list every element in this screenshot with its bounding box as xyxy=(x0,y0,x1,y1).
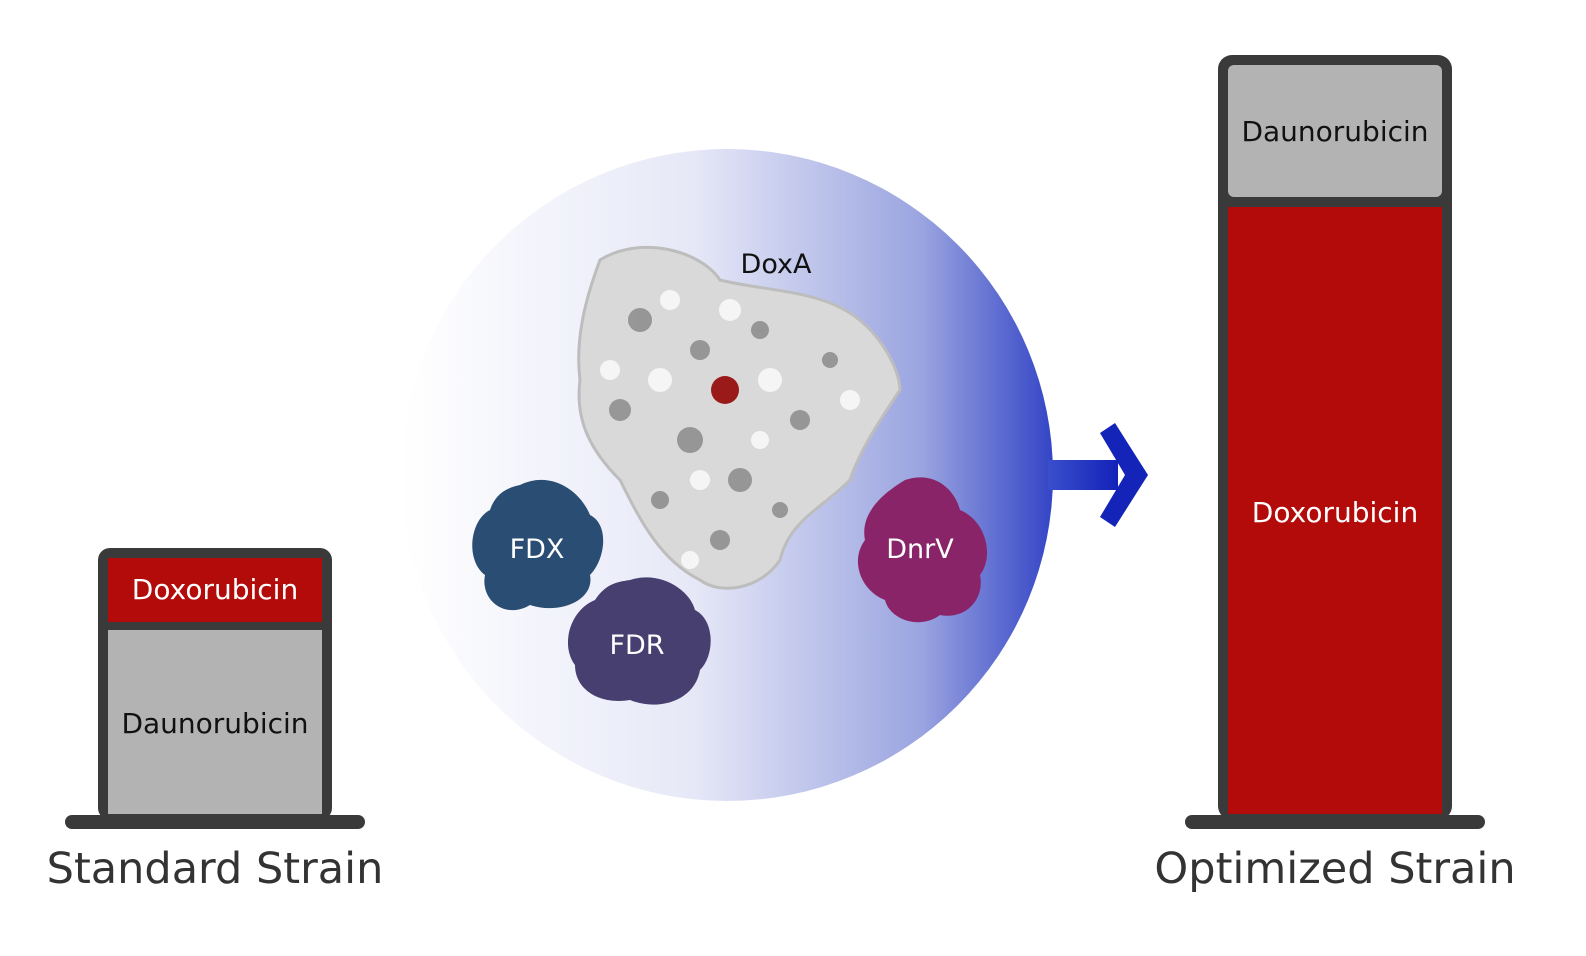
doxa-label: DoxA xyxy=(741,249,812,280)
standard-doxorubicin-label: Doxorubicin xyxy=(132,573,298,606)
optimized-doxorubicin-label: Doxorubicin xyxy=(1252,496,1418,529)
standard-strain-bar: Doxorubicin Daunorubicin Standard Strain xyxy=(47,548,384,894)
standard-doxorubicin-segment xyxy=(108,558,322,622)
doxa-protein-icon xyxy=(577,245,902,590)
standard-strain-label: Standard Strain xyxy=(47,844,384,894)
fdr-protein-icon xyxy=(567,577,711,705)
optimized-strain-bar: Daunorubicin Doxorubicin Optimized Strai… xyxy=(1154,55,1516,894)
heme-site-icon xyxy=(711,376,739,404)
optimized-doxorubicin-segment xyxy=(1228,207,1442,814)
arrow-right-icon xyxy=(1048,423,1148,527)
standard-daunorubicin-segment xyxy=(108,630,322,814)
dnrv-label: DnrV xyxy=(886,534,954,565)
fdr-label: FDR xyxy=(609,630,664,661)
fdx-label: FDX xyxy=(510,534,565,565)
optimized-daunorubicin-segment xyxy=(1228,65,1442,197)
optimized-daunorubicin-label: Daunorubicin xyxy=(1241,115,1428,148)
dnrv-protein-icon xyxy=(857,477,988,623)
standard-daunorubicin-label: Daunorubicin xyxy=(121,707,308,740)
fdx-protein-icon xyxy=(472,479,604,611)
optimized-strain-label: Optimized Strain xyxy=(1154,844,1515,894)
